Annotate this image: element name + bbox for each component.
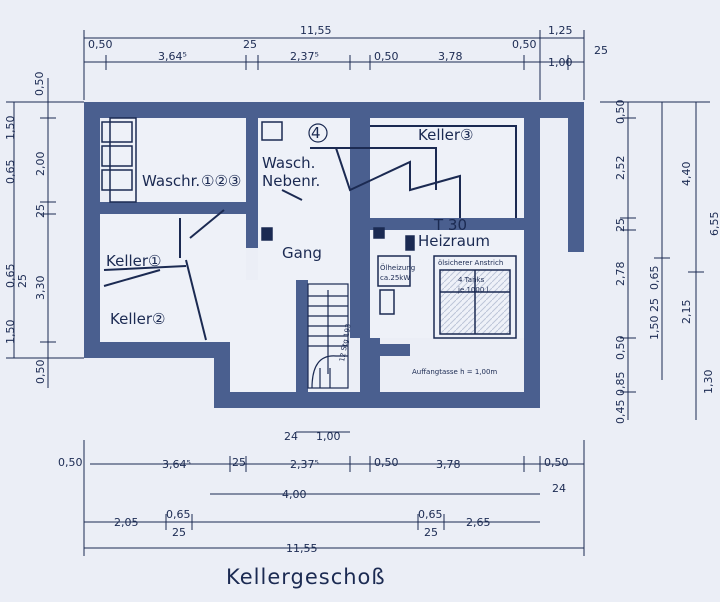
dim-left-050: 0,50 [33, 72, 46, 97]
dim-top-050a: 0,50 [88, 38, 113, 51]
dim-bot-050c: 0,50 [544, 456, 569, 469]
dim-left-050b: 0,50 [34, 360, 47, 385]
wash-basins [101, 117, 283, 203]
dim-left-150b: 1,50 [4, 320, 17, 345]
drawing-title: Kellergeschoß [226, 565, 386, 589]
walls [84, 102, 584, 408]
dim-right-440: 4,40 [680, 162, 693, 187]
room-wasch-neben-line2: Nebenr. [262, 172, 320, 190]
dim-right-065: 0,65 [648, 266, 661, 291]
dim-right-655: 6,55 [708, 212, 720, 237]
dim-right-130: 1,30 [702, 370, 715, 395]
room-wasch-neben-line1: Wasch. [262, 154, 315, 172]
dim-left-200: 2,00 [34, 152, 47, 177]
room-keller2: Keller② [110, 310, 166, 328]
room-heizraum: Heizraum [418, 232, 490, 250]
staircase [307, 283, 349, 389]
dim-left-065: 0,65 [4, 160, 17, 185]
annot-tank-1: ölsicherer Anstrich [438, 259, 503, 267]
dim-bot-25: 25 [232, 456, 246, 469]
dim-right-25: 25 [614, 218, 627, 232]
dim-top-100: 1,00 [548, 56, 573, 69]
dim-right-150: 1,50 [648, 316, 661, 341]
dim-right-215: 2,15 [680, 300, 693, 325]
dimension-lines [6, 30, 710, 556]
annot-tank-3: je 1000 l [457, 286, 489, 294]
interior-lines [103, 125, 517, 341]
dim-left-25: 25 [34, 204, 47, 218]
dim-left-330: 3,30 [34, 276, 47, 301]
dim-top-total: 11,55 [300, 24, 332, 37]
annot-auffang: Auffangtasse h = 1,00m [412, 368, 497, 376]
room-waschraum-numbers: ①②③ [201, 172, 241, 190]
dim-top-378: 3,78 [438, 50, 463, 63]
dim-bot-2375: 2,37⁵ [290, 458, 319, 471]
dim-bot-24a: 24 [284, 430, 298, 443]
dim-bot-265: 2,65 [466, 516, 491, 529]
dim-bot-205: 2,05 [114, 516, 139, 529]
room-waschraum: Waschr. [142, 172, 200, 190]
annot-oelheizung-1: Ölheizung [380, 263, 415, 272]
dim-bot-100: 1,00 [316, 430, 341, 443]
dim-top-2375: 2,37⁵ [290, 50, 319, 63]
dim-top-125: 1,25 [548, 24, 573, 37]
dim-bot-050b: 0,50 [374, 456, 399, 469]
dim-right-278: 2,78 [614, 262, 627, 287]
dim-top-25: 25 [243, 38, 257, 51]
dim-top-050c: 0,50 [512, 38, 537, 51]
dim-top-050b: 0,50 [374, 50, 399, 63]
dim-right-252: 2,52 [614, 156, 627, 181]
room-keller3: Keller③ [418, 126, 474, 144]
dim-bot-25b: 25 [424, 526, 438, 539]
annot-tank-2: 4 Tanks [458, 276, 485, 284]
dim-bot-24b: 24 [552, 482, 566, 495]
dim-bot-400: 4,00 [282, 488, 307, 501]
dim-right-085: 0,85 [614, 372, 627, 397]
tank-area [261, 227, 517, 339]
dim-bot-050a: 0,50 [58, 456, 83, 469]
dim-left-150: 1,50 [4, 116, 17, 141]
dim-right-050b: 0,50 [614, 336, 627, 361]
number-circle-icon [308, 123, 328, 143]
dim-bot-378: 3,78 [436, 458, 461, 471]
dim-top-25b: 25 [594, 44, 608, 57]
dim-bot-065a: 0,65 [166, 508, 191, 521]
room-wasch-neben-number: 4 [311, 124, 321, 142]
dim-right-045: 0,45 [614, 400, 627, 425]
dim-left-25b: 25 [16, 274, 29, 288]
dim-top-3645: 3,64⁵ [158, 50, 187, 63]
dim-left-065b: 0,65 [4, 264, 17, 289]
dim-bot-total: 11,55 [286, 542, 318, 555]
dim-right-050: 0,50 [614, 100, 627, 125]
room-gang: Gang [282, 244, 322, 262]
annot-oelheizung-2: ca.25kW [380, 274, 410, 282]
dim-bot-3645: 3,64⁵ [162, 458, 191, 471]
dim-bot-065b: 0,65 [418, 508, 443, 521]
room-keller1: Keller① [106, 252, 162, 270]
rooms-floor [100, 118, 524, 392]
dim-right-25b: 25 [648, 298, 661, 312]
door-t30: T 30 [433, 216, 467, 234]
dim-bot-25a: 25 [172, 526, 186, 539]
